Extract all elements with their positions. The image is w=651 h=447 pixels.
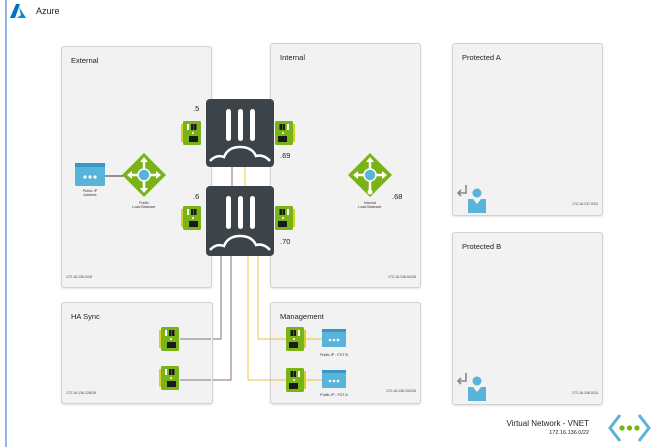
subnet-internal: Internal 172.16.136.64/26 — [270, 43, 421, 288]
subnet-ha-sync: HA Sync 172.16.136.128/26 — [61, 302, 213, 404]
subnet-cidr: 172.16.136.192/26 — [386, 389, 416, 393]
fortigate-a-icon[interactable] — [206, 99, 274, 167]
route-table-user-icon-b — [456, 373, 486, 401]
nic-fgt-a-internal-icon[interactable] — [275, 121, 295, 145]
vnet-title: Virtual Network - VNET — [506, 419, 589, 428]
subnet-title: External — [71, 56, 99, 65]
fgt-a-ext-ip: .5 — [193, 104, 200, 113]
fgt-a-int-ip: .69 — [280, 151, 291, 160]
subnet-title: Protected B — [462, 242, 502, 251]
public-load-balancer-icon[interactable] — [121, 152, 167, 198]
nic-fgt-a-mgmt-icon[interactable] — [286, 368, 306, 392]
nic-fgt-b-internal-icon[interactable] — [275, 206, 295, 230]
mgmt-public-ip-b-icon[interactable] — [322, 329, 346, 347]
subnet-cidr: 172.16.138.0/24 — [572, 391, 598, 395]
nic-fgt-b-external-icon[interactable] — [181, 206, 201, 230]
vnet-cidr: 172.16.136.0/22 — [549, 430, 589, 436]
subnet-cidr: 172.16.136.64/26 — [388, 275, 416, 279]
subnet-title: Protected A — [462, 53, 501, 62]
fgt-b-ext-ip: .6 — [193, 192, 200, 201]
fgt-b-int-ip: .70 — [280, 237, 291, 246]
virtual-network-icon[interactable] — [608, 413, 651, 443]
subnet-protected-b: Protected B 172.16.138.0/24 — [452, 232, 603, 405]
subnet-title: Management — [280, 312, 324, 321]
route-table-user-icon-a — [456, 185, 486, 213]
internal-lb-ip: .68 — [392, 192, 403, 201]
subnet-title: HA Sync — [71, 312, 100, 321]
mgmt-public-ip-b-label: Public IP - FGT B — [320, 353, 348, 357]
fortigate-b-icon[interactable] — [206, 186, 274, 256]
mgmt-public-ip-a-icon[interactable] — [322, 370, 346, 388]
nic-fgt-b-mgmt-icon[interactable] — [286, 327, 306, 351]
internal-load-balancer-icon[interactable] — [347, 152, 393, 198]
nic-fgt-a-external-icon[interactable] — [181, 121, 201, 145]
subnet-cidr: 172.16.137.0/24 — [572, 202, 598, 206]
mgmt-public-ip-a-label: Public IP - FGT A — [320, 393, 348, 397]
public-ip-icon[interactable] — [75, 163, 105, 186]
azure-logo-icon — [10, 4, 26, 18]
azure-frame-border — [5, 0, 7, 447]
azure-title: Azure — [36, 6, 60, 16]
subnet-protected-a: Protected A 172.16.137.0/24 — [452, 43, 603, 216]
nic-fgt-b-hasync-icon[interactable] — [159, 366, 179, 390]
subnet-cidr: 172.16.136.0/26 — [66, 275, 92, 279]
subnet-cidr: 172.16.136.128/26 — [66, 391, 96, 395]
subnet-title: Internal — [280, 53, 306, 62]
nic-fgt-a-hasync-icon[interactable] — [159, 327, 179, 351]
